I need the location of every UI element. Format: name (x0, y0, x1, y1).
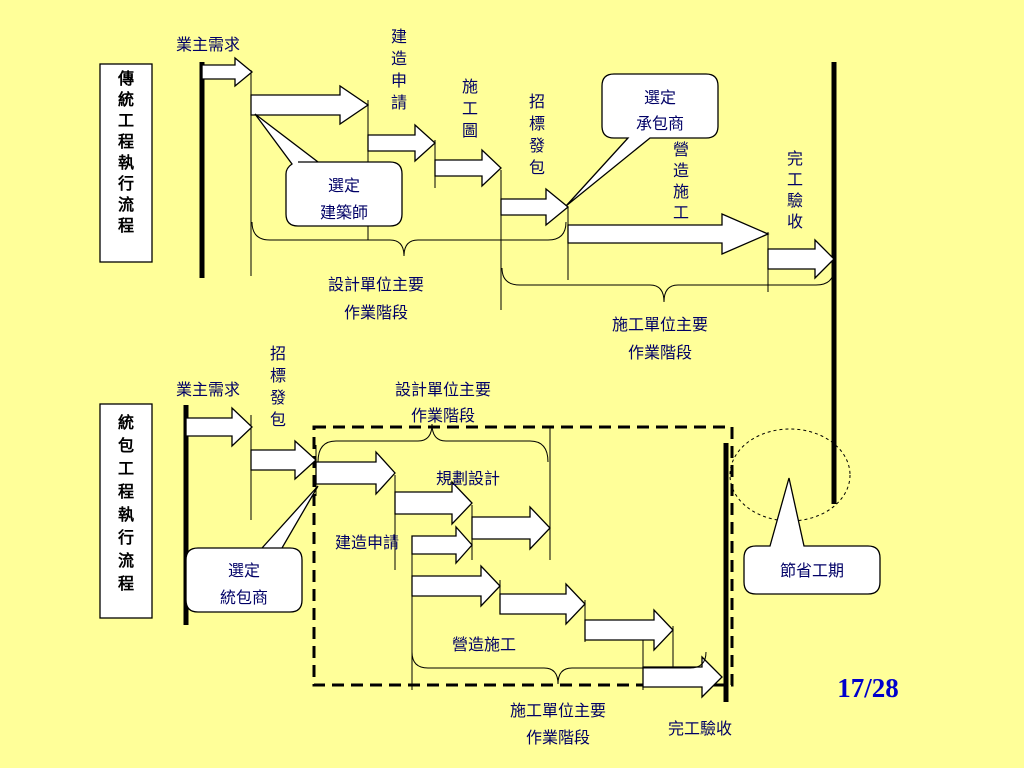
arrow-construction-step-3 (584, 608, 674, 652)
arrow-planning-design (315, 450, 396, 496)
traditional-design-phase-label: 作業階段 (344, 303, 408, 322)
callout-savings: 節省工期 (743, 477, 881, 595)
traditional-design-phase-label: 設計單位主要 (328, 275, 424, 294)
page-number: 17/28 (837, 673, 899, 703)
arrow-construction-drawing (434, 148, 502, 188)
arrow-select-architect (250, 84, 370, 126)
traditional-completion-label: 完工驗收 (787, 149, 803, 231)
turnkey-construction-phase-label: 施工單位主要 (510, 701, 606, 720)
arrow-construction (567, 213, 770, 255)
traditional-construction-label: 營造施工 (673, 140, 689, 222)
turnkey-owner-need-label: 業主需求 (176, 380, 240, 399)
arrow-build-permit (367, 123, 436, 163)
arrow-owner-need (201, 56, 254, 88)
turnkey-title-box (99, 403, 153, 619)
callout-text: 統包商 (220, 588, 268, 607)
callout-select-turnkey-contractor: 選定 統包商 (185, 485, 319, 613)
traditional-bidding-label: 招標發包 (529, 92, 545, 177)
build-permit-label: 建造申請 (335, 533, 399, 552)
savings-callout-text: 節省工期 (780, 561, 844, 580)
arrow-construction-step-1 (411, 564, 501, 608)
traditional-construction-phase-label: 作業階段 (628, 343, 692, 362)
turnkey-design-brace (317, 423, 549, 463)
arrow-turnkey-completion (642, 655, 723, 699)
callout-select-contractor: 選定 承包商 (565, 73, 719, 207)
callout-text: 承包商 (636, 114, 684, 133)
arrow-turnkey-owner-need (185, 406, 253, 448)
turnkey-construction-brace (411, 651, 707, 685)
callout-text: 建築師 (320, 203, 368, 222)
traditional-build-permit-label: 建造申請 (391, 27, 407, 112)
planning-design-label: 規劃設計 (436, 469, 500, 488)
traditional-drawing-label: 施工圖 (462, 77, 478, 140)
savings-ellipse (729, 428, 851, 522)
turnkey-construction-phase-label: 作業階段 (526, 728, 590, 747)
arrow-design-step-3 (471, 505, 551, 551)
traditional-construction-phase-label: 施工單位主要 (612, 315, 708, 334)
turnkey-design-phase-label: 設計單位主要 (395, 380, 491, 399)
arrow-turnkey-bidding (250, 439, 317, 481)
arrow-completion (767, 238, 835, 280)
turnkey-dashed-box (312, 425, 734, 687)
turnkey-bidding-label: 招標發包 (270, 344, 286, 429)
arrow-bidding (500, 187, 570, 227)
turnkey-design-phase-label: 作業階段 (411, 406, 475, 425)
arrow-design-step-2 (394, 480, 473, 526)
callout-text: 選定 (328, 176, 360, 195)
arrow-construction-step-2 (499, 582, 586, 626)
construction-phase-brace (501, 267, 835, 303)
callout-text: 選定 (644, 88, 676, 107)
traditional-title: 傳統工程執行流程 (117, 69, 134, 235)
design-phase-brace (251, 221, 567, 257)
turnkey-completion-label: 完工驗收 (668, 719, 732, 738)
traditional-title-box (99, 63, 153, 263)
arrow-build-permit-step (411, 525, 473, 565)
turnkey-title: 統包工程執行流程 (117, 413, 134, 593)
traditional-owner-need-label: 業主需求 (176, 35, 240, 54)
turnkey-construction-label: 營造施工 (452, 635, 516, 654)
callout-select-architect: 選定 建築師 (254, 113, 403, 227)
callout-text: 選定 (228, 561, 260, 580)
